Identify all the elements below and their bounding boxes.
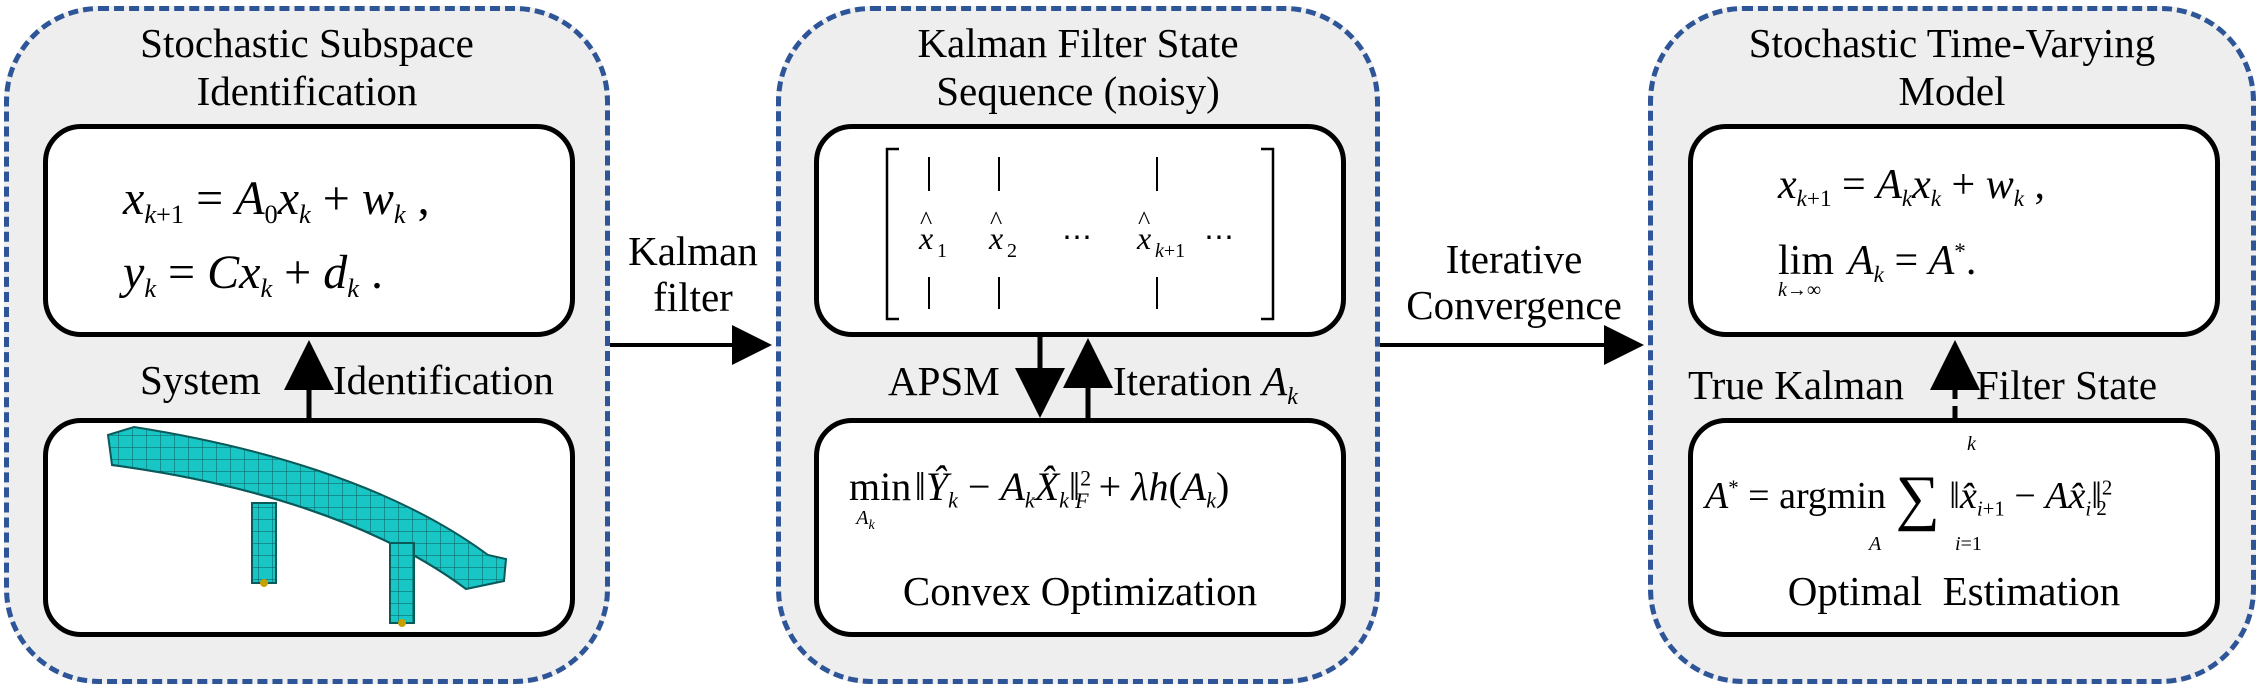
panel-title-line-1: Stochastic Time-Varying: [1748, 20, 2156, 66]
caption-optimal-estimation: Optimal Estimation: [1787, 568, 2121, 614]
state-equation: xk+1 = A0xk + wk ,: [123, 172, 430, 230]
convex-optimization-box: minAk ‖Ŷk − AkX̂k‖2F + λh(Ak) Convex Opt…: [814, 418, 1346, 637]
connector-label-line-2: Convergence: [1406, 282, 1622, 328]
time-varying-state-equation: xk+1 = Akxk + wk ,: [1778, 162, 2045, 212]
label-apsm: APSM: [888, 358, 1000, 404]
label-iteration: Iteration Ak: [1113, 358, 1298, 411]
panel-title-line-1: Stochastic Subspace: [140, 20, 474, 66]
optimization-equation: minAk ‖Ŷk − AkX̂k‖2F + λh(Ak): [849, 464, 1230, 533]
svg-text:2: 2: [1007, 240, 1017, 262]
bridge-model-box: [43, 418, 575, 637]
svg-text:x: x: [1136, 220, 1151, 256]
panel-title-line-1: Kalman Filter State: [917, 20, 1239, 66]
connector-label-line-1: Iterative: [1445, 236, 1583, 282]
panel-title: Stochastic Time-Varying Model: [1653, 19, 2251, 115]
label-filter-state: Filter State: [1976, 362, 2158, 408]
svg-text:x: x: [918, 220, 933, 256]
panel-title: Kalman Filter State Sequence (noisy): [781, 19, 1375, 115]
panel-title-line-2: Sequence (noisy): [936, 68, 1220, 114]
svg-text:x: x: [988, 220, 1003, 256]
svg-text:⋯: ⋯: [1204, 221, 1234, 254]
connector-label-line-2: filter: [653, 274, 733, 320]
label-true-kalman: True Kalman: [1688, 362, 1904, 408]
optimal-estimation-equation: A* = argmin ∑ ‖x̂i+1 − Ax̂i‖22 k i=1 A: [1705, 433, 2113, 555]
svg-text:^: ^: [990, 206, 1002, 235]
bridge-finite-element-model: [106, 425, 508, 627]
svg-text:^: ^: [920, 206, 932, 235]
connector-label-iterative-convergence: Iterative Convergence: [1380, 236, 1648, 328]
optimal-estimation-box: A* = argmin ∑ ‖x̂i+1 − Ax̂i‖22 k i=1 A O…: [1688, 418, 2220, 637]
panel-title-line-2: Identification: [196, 68, 418, 114]
svg-text:k+1: k+1: [1155, 240, 1185, 262]
panel-title-line-2: Model: [1898, 68, 2006, 114]
state-matrix: x ^ 1 x ^ 2 ⋯ x ^ k+1 ⋯: [885, 147, 1275, 321]
panel-title: Stochastic Subspace Identification: [9, 19, 605, 115]
svg-text:^: ^: [1138, 206, 1150, 235]
caption-convex-optimization: Convex Optimization: [902, 568, 1258, 614]
observation-equation: yk = Cxk + dk .: [123, 246, 383, 304]
label-identification: Identification: [333, 357, 554, 403]
svg-text:⋯: ⋯: [1062, 221, 1092, 254]
svg-text:1: 1: [937, 240, 947, 262]
state-matrix-box: x ^ 1 x ^ 2 ⋯ x ^ k+1 ⋯: [814, 124, 1346, 337]
state-space-equation-box: xk+1 = A0xk + wk , yk = Cxk + dk .: [43, 124, 575, 337]
connector-label-line-1: Kalman: [628, 228, 758, 274]
label-system: System: [140, 357, 261, 403]
connector-label-kalman-filter: Kalman filter: [610, 228, 776, 320]
